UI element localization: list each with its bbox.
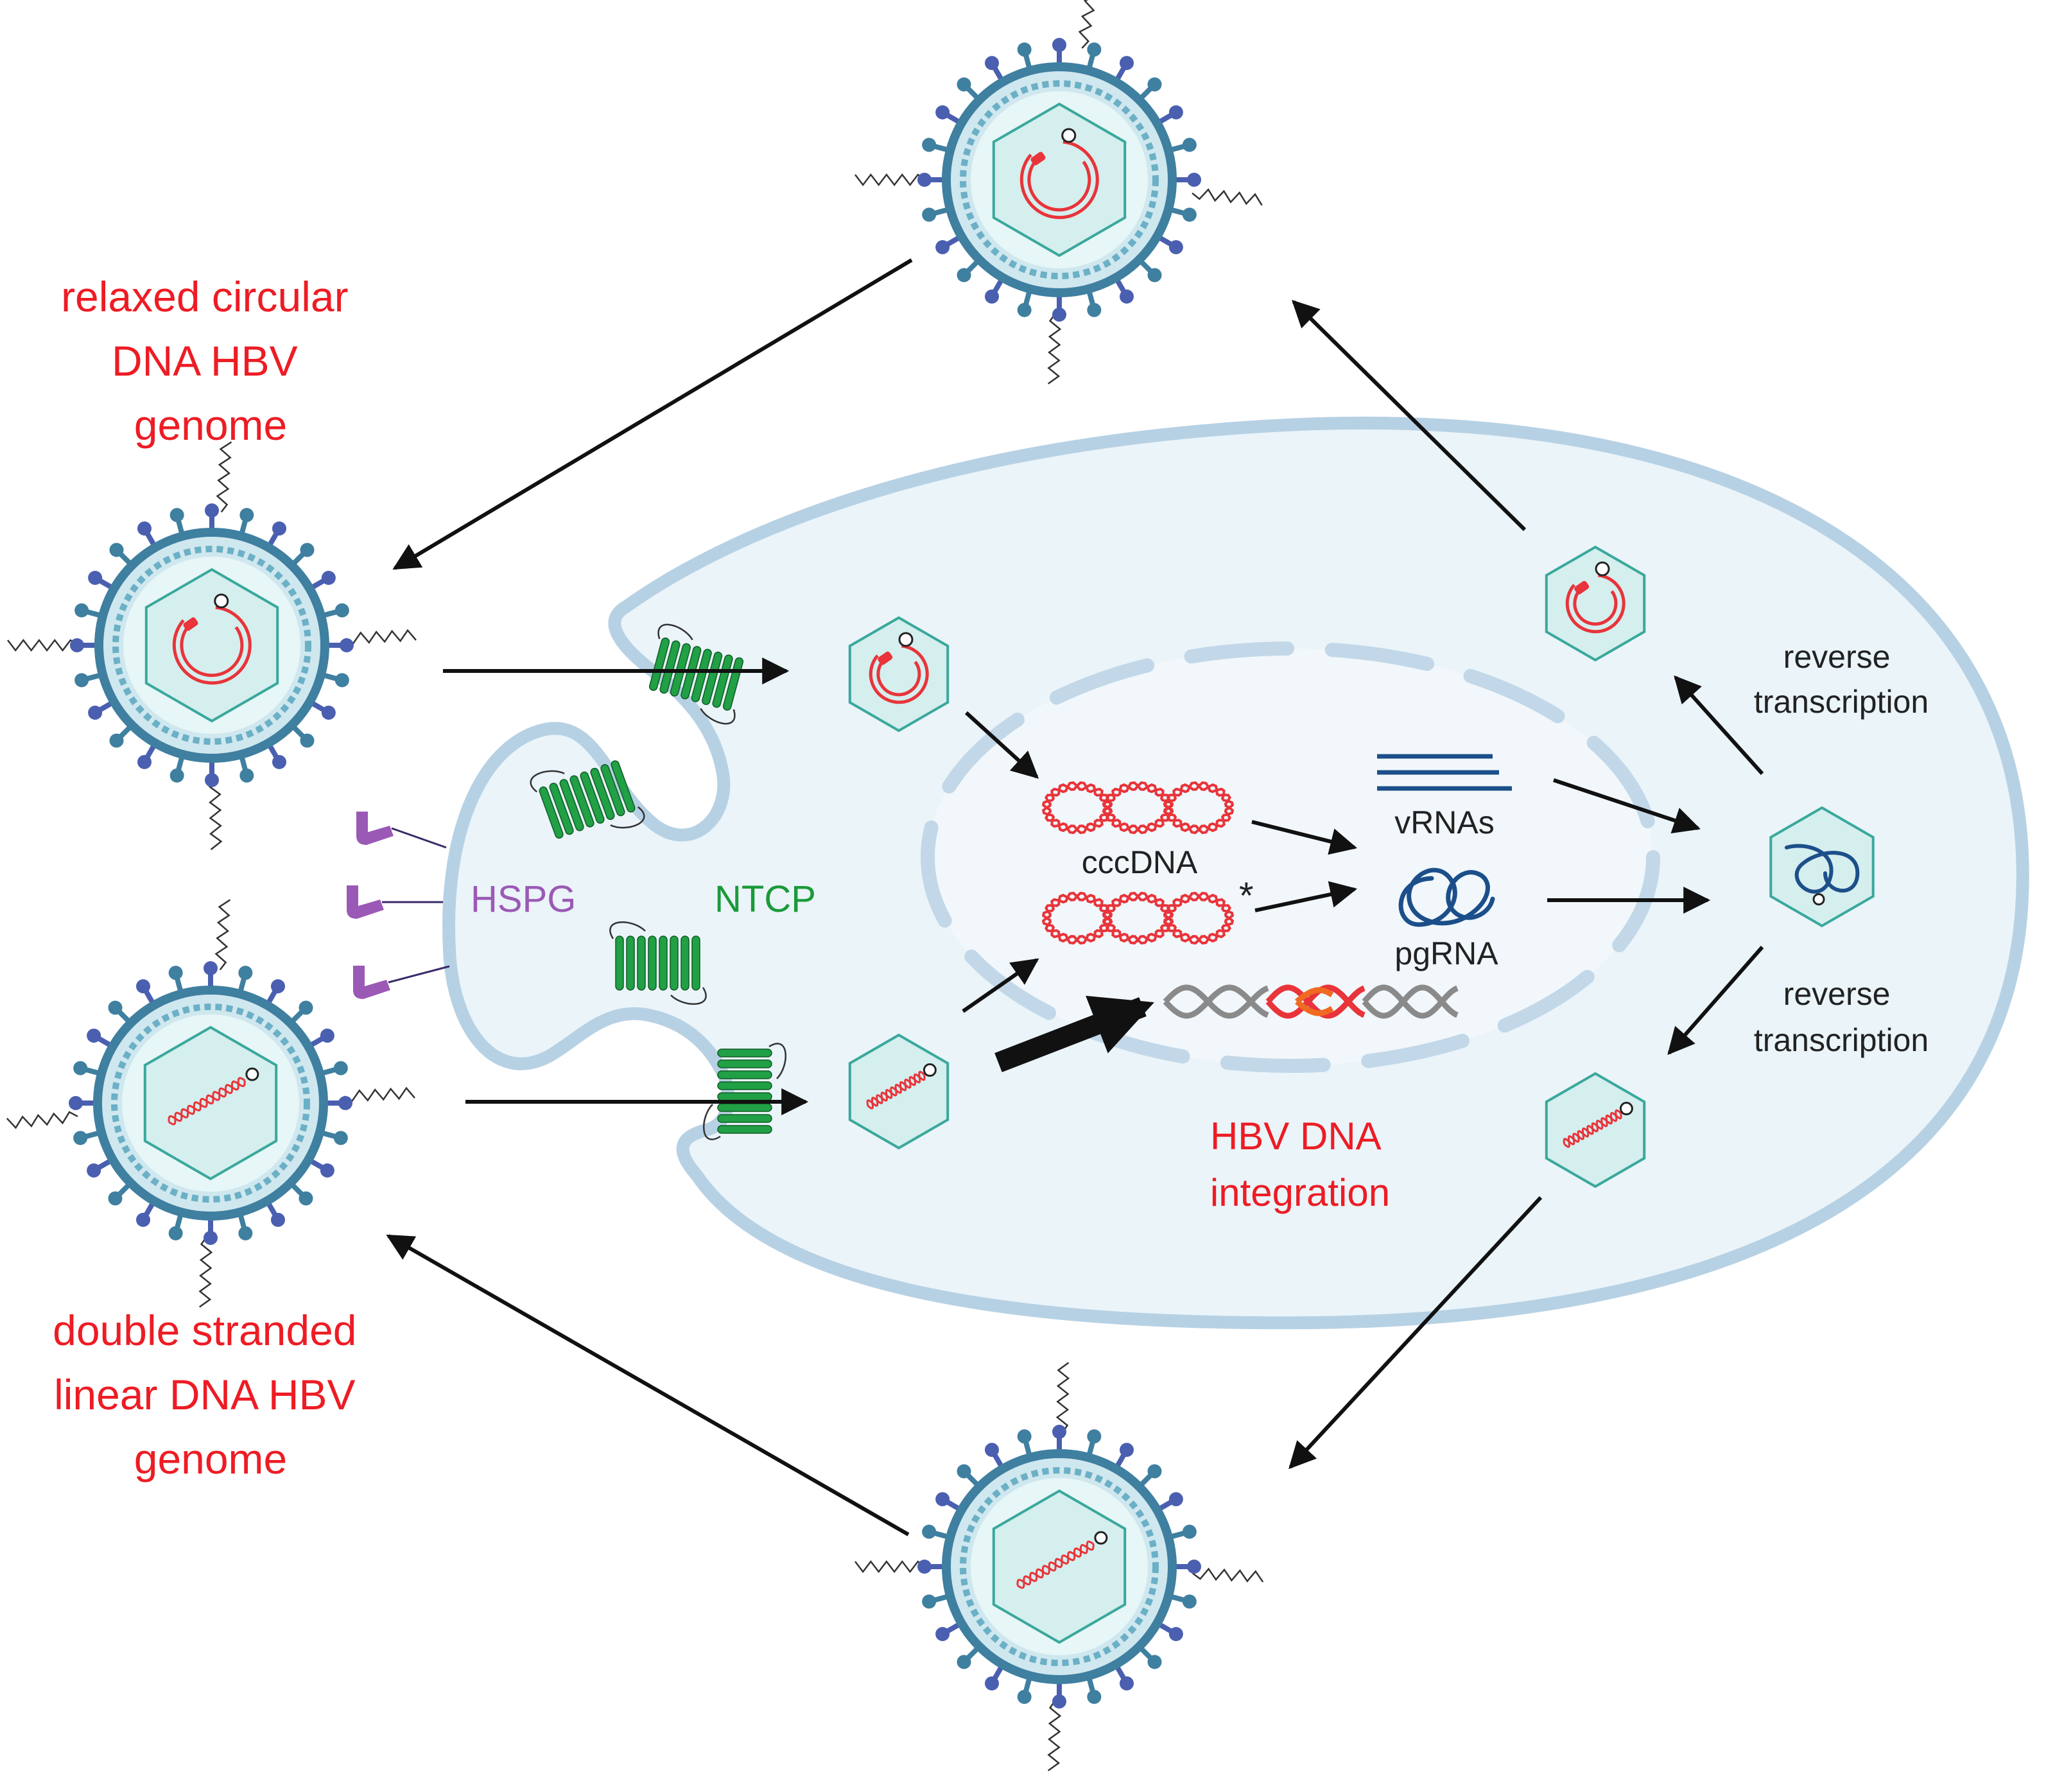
virion-dsl-bottom (854, 1362, 1264, 1771)
capsids (848, 545, 1875, 1188)
virion-dsl-left-capsid (143, 1025, 278, 1181)
virion-rc-top-capsid (992, 102, 1127, 257)
hspg-receptor-2 (347, 885, 443, 919)
capsid-rc-mature (1545, 545, 1646, 662)
virions (6, 0, 1264, 1771)
cccdna-asterisk: * (1239, 875, 1254, 917)
virion-dsl-left (6, 899, 415, 1308)
arrow-pgcapsid-to-rc-capsid (1674, 675, 1764, 776)
capsid-pgrna (1769, 806, 1875, 928)
arrows (386, 258, 1764, 1536)
virion-rc-left-capsid (144, 568, 279, 723)
pgrna-coil (1398, 867, 1495, 927)
arrow-dsl-capsid-release (1288, 1196, 1543, 1470)
arrow-integration (994, 995, 1154, 1072)
capsid-dsl-entry (848, 1033, 950, 1150)
cccdna-upper (1041, 781, 1235, 835)
arrow-pgcapsid-to-dsl-capsid (1667, 946, 1764, 1056)
virion-rc-top (854, 0, 1263, 385)
ntcp-lower-left (609, 921, 707, 1005)
capsid-rc-entry (848, 616, 950, 733)
arrow-rc-capsid-release (1292, 300, 1527, 532)
hspg-receptors (347, 812, 450, 999)
integration-label: HBV DNA integration (1210, 1115, 1390, 1214)
ntcp-upper-left (530, 760, 645, 839)
virion-dsl-bottom-capsid (992, 1489, 1127, 1644)
ntcp-lower-right (703, 1043, 786, 1140)
rc-genome-label: relaxed circular DNA HBV genome (61, 273, 360, 449)
arrow-cccdna-to-vrnas (1251, 820, 1358, 855)
vrnas-label: vRNAs (1394, 805, 1495, 840)
arrow-release-to-rc-virion (392, 258, 913, 570)
cccdna-label: cccDNA (1082, 844, 1198, 880)
cccdna-lower (1041, 891, 1235, 945)
reverse-transcription-upper-label: reverse transcription (1754, 639, 1929, 720)
reverse-transcription-lower-label: reverse transcription (1754, 976, 1929, 1058)
vrnas-lines (1377, 754, 1512, 791)
arrow-dsl-capsid-to-cccdna (962, 958, 1039, 1013)
arrow-cccdna-to-pgrna (1254, 881, 1358, 912)
pgrna-label: pgRNA (1394, 935, 1498, 971)
hspg-label: HSPG (471, 878, 576, 920)
labels: relaxed circular DNA HBV genome double s… (53, 273, 1929, 1483)
integrated-host-dna (1163, 984, 1459, 1019)
arrow-vrnas-to-capsid (1553, 778, 1701, 833)
arrow-release-to-dsl-virion (386, 1234, 910, 1536)
capsid-dsl-mature (1545, 1072, 1646, 1188)
arrow-rc-capsid-to-cccdna (964, 711, 1039, 779)
ntcp-label: NTCP (715, 878, 816, 920)
nuclear-envelope (921, 641, 1660, 1073)
virion-rc-left (7, 441, 417, 851)
hspg-receptor-3 (353, 965, 450, 999)
hspg-receptor-1 (356, 812, 447, 849)
dsl-genome-label: double stranded linear DNA HBV genome (53, 1307, 369, 1483)
